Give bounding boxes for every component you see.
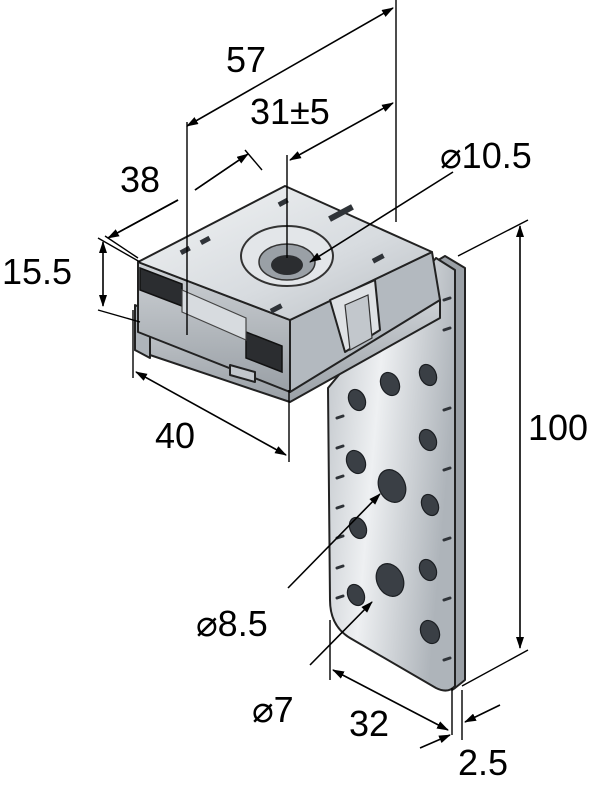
dim-32: 32 <box>349 703 389 744</box>
dimension-lines <box>97 0 529 749</box>
dim-40: 40 <box>155 415 195 456</box>
dim-2-5: 2.5 <box>458 742 508 783</box>
dimension-labels: 57 31±5 38 15.5 ⌀10.5 40 100 ⌀8.5 ⌀7 32 … <box>2 39 588 783</box>
dim-7: ⌀7 <box>252 689 294 730</box>
dim-10-5: ⌀10.5 <box>440 135 532 176</box>
holes-7 <box>345 363 441 645</box>
dim-8-5: ⌀8.5 <box>196 603 268 644</box>
hole-8-5-upper <box>377 469 407 503</box>
top-slots <box>179 197 385 314</box>
dim-15-5: 15.5 <box>2 251 72 292</box>
dim-38: 38 <box>120 159 160 200</box>
vertical-plate <box>327 255 466 692</box>
dim-100: 100 <box>528 407 588 448</box>
hole-8-5-lower <box>375 563 405 597</box>
dim-57: 57 <box>226 39 266 80</box>
dim-31: 31±5 <box>250 91 330 132</box>
